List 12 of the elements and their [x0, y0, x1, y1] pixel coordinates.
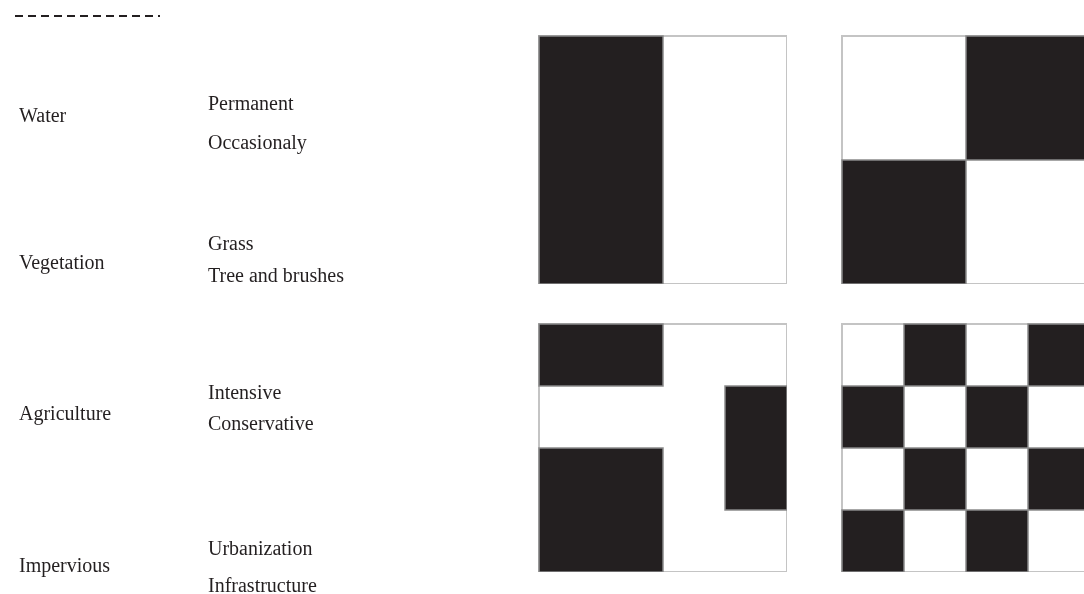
subcategory-label: Infrastructure [208, 573, 317, 594]
subcategory-label: Conservative [208, 411, 314, 435]
subcategory-label: Permanent [208, 91, 294, 115]
subcategory-label: Occasionaly [208, 130, 307, 154]
category-label: Agriculture [19, 401, 112, 425]
subcategory-label: Intensive [208, 380, 282, 404]
subcategory-label: Tree and brushes [208, 263, 344, 287]
subcategory-label: Grass [208, 231, 254, 255]
category-label: Impervious [19, 553, 111, 577]
subcategory-label: Urbanization [208, 536, 313, 560]
category-label: Vegetation [19, 250, 105, 274]
category-label: Water [19, 103, 67, 127]
